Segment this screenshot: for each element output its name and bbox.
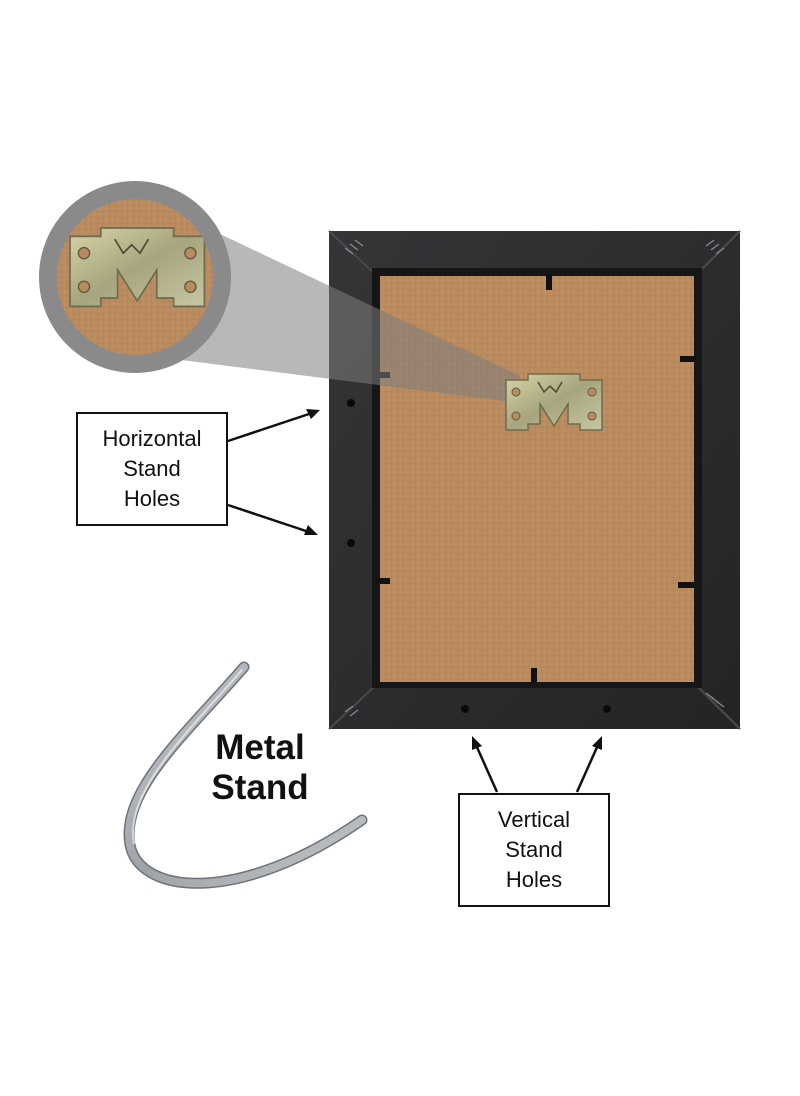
horizontal-stand-holes-label: Horizontal Stand Holes: [102, 426, 202, 511]
metal-stand-label: Metal Stand: [211, 728, 309, 807]
horizontal-stand-holes: [347, 399, 355, 547]
zoomed-hanger-icon: [69, 227, 206, 308]
picture-frame-back: [328, 230, 741, 730]
u-shaped-wire-stand-icon: [123, 661, 368, 889]
zoom-beam: [148, 200, 520, 402]
zoom-magnifier: [39, 181, 231, 373]
horizontal-stand-holes-callout: Horizontal Stand Holes: [76, 412, 228, 526]
sawtooth-hanger-icon: [505, 373, 603, 431]
vertical-stand-holes: [461, 705, 611, 713]
vertical-stand-holes-callout: Vertical Stand Holes: [458, 793, 610, 907]
vertical-stand-holes-label: Vertical Stand Holes: [497, 807, 571, 892]
callout-arrows: [227, 409, 602, 793]
corner-staple-marks: [344, 239, 725, 717]
